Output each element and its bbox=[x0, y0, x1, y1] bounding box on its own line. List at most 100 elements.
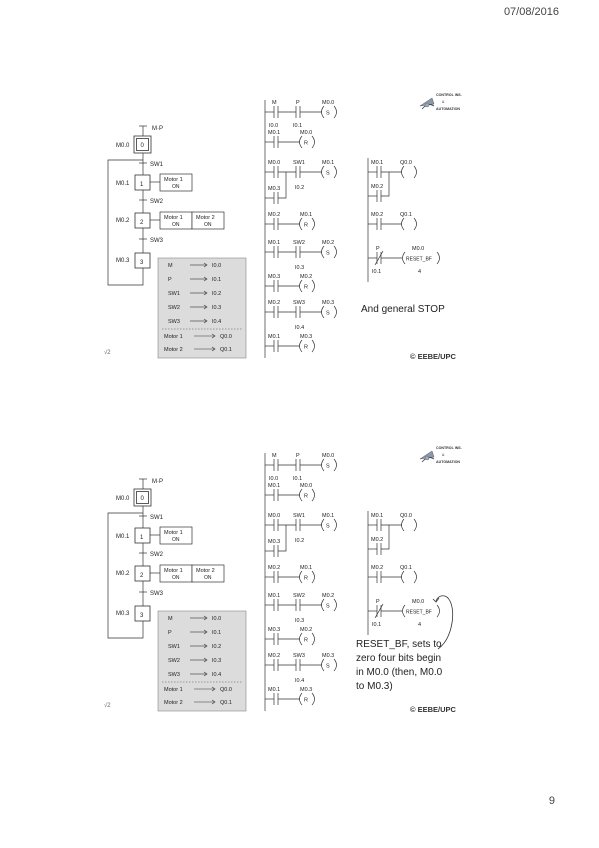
svg-text:M: M bbox=[168, 263, 173, 269]
svg-text:I0.3: I0.3 bbox=[212, 305, 221, 311]
io-input-4: SW3 I0.4 bbox=[168, 318, 221, 325]
svg-text:P: P bbox=[296, 100, 300, 106]
transition-sw2: SW2 bbox=[150, 199, 164, 205]
transition-sw1: SW1 bbox=[150, 515, 164, 521]
svg-text:S: S bbox=[326, 171, 330, 177]
svg-text:I0.4: I0.4 bbox=[212, 319, 221, 325]
step-1-number: 1 bbox=[140, 535, 144, 541]
annotation-arrow bbox=[435, 595, 454, 650]
svg-text:M0.3: M0.3 bbox=[300, 334, 312, 340]
svg-text:M0.1: M0.1 bbox=[300, 565, 312, 571]
step-1-memory: M0.1 bbox=[116, 534, 130, 540]
action-step-1-label: Motor 1 bbox=[164, 530, 183, 536]
logo: CONTROL INS. & AUTOMATION bbox=[418, 445, 466, 469]
svg-text:P: P bbox=[376, 599, 380, 605]
step-2-box bbox=[134, 212, 151, 229]
io-table: M I0.0 P I0.1 SW1 I0.2 SW2 I0.3 SW3 bbox=[157, 257, 247, 359]
svg-text:SW3: SW3 bbox=[168, 319, 180, 325]
svg-text:I0.2: I0.2 bbox=[295, 538, 304, 544]
io-input-1: P I0.1 bbox=[168, 629, 221, 636]
ladder-rung-5: M0.3 RM0.2 bbox=[265, 627, 315, 646]
svg-text:P: P bbox=[376, 246, 380, 252]
logo: CONTROL INS. & AUTOMATION bbox=[418, 92, 466, 116]
svg-text:M0.2: M0.2 bbox=[371, 184, 383, 190]
svg-text:P: P bbox=[168, 630, 172, 636]
action-step-2-motor2 bbox=[191, 564, 225, 583]
svg-text:4: 4 bbox=[418, 269, 421, 275]
action-step-1-label: Motor 1 bbox=[164, 177, 183, 183]
svg-text:M0.2: M0.2 bbox=[322, 593, 334, 599]
svg-text:M: M bbox=[168, 616, 173, 622]
step-3-box bbox=[134, 252, 151, 269]
svg-text:I0.1: I0.1 bbox=[212, 630, 221, 636]
svg-text:S: S bbox=[326, 604, 330, 610]
svg-text:I0.1: I0.1 bbox=[372, 269, 381, 275]
grafcet-loop-back bbox=[107, 512, 144, 639]
step-1-memory: M0.1 bbox=[116, 181, 130, 187]
io-input-3: SW2 I0.3 bbox=[168, 304, 221, 311]
svg-text:M0.0: M0.0 bbox=[322, 453, 334, 459]
ladder-right-rung-2: M0.2 Q0.1 bbox=[368, 212, 417, 231]
svg-text:RESET_BF: RESET_BF bbox=[406, 257, 432, 263]
svg-text:M0.3: M0.3 bbox=[300, 687, 312, 693]
svg-text:M0.0: M0.0 bbox=[300, 130, 312, 136]
svg-text:I0.3: I0.3 bbox=[295, 618, 304, 624]
io-input-4: SW3 I0.4 bbox=[168, 671, 221, 678]
svg-text:M0.3: M0.3 bbox=[322, 300, 334, 306]
svg-text:I0.1: I0.1 bbox=[293, 476, 302, 482]
logo-amp: & bbox=[442, 100, 445, 104]
slide-1-number: √2 bbox=[104, 350, 111, 356]
svg-text:M0.1: M0.1 bbox=[371, 513, 383, 519]
slide-1-copyright: © EEBE/UPC bbox=[410, 352, 456, 361]
step-0-number: 0 bbox=[141, 143, 145, 149]
svg-text:M0.1: M0.1 bbox=[268, 483, 280, 489]
svg-text:Motor 2: Motor 2 bbox=[164, 347, 183, 353]
io-input-0: M I0.0 bbox=[168, 615, 221, 622]
svg-text:M0.3: M0.3 bbox=[268, 627, 280, 633]
action-step-2a-label: Motor 1 bbox=[164, 568, 183, 574]
logo-title: CONTROL INS. bbox=[436, 446, 462, 450]
svg-text:I0.0: I0.0 bbox=[269, 476, 278, 482]
svg-text:I0.3: I0.3 bbox=[295, 265, 304, 271]
action-step-1-state: ON bbox=[172, 184, 180, 190]
svg-text:M0.1: M0.1 bbox=[268, 687, 280, 693]
action-step-2-motor2 bbox=[191, 211, 225, 230]
io-output-1: Motor 2 Q0.1 bbox=[164, 346, 232, 353]
svg-text:I0.4: I0.4 bbox=[212, 672, 221, 678]
slide-2-note: RESET_BF, sets to zero four bits begin i… bbox=[356, 639, 443, 692]
svg-text:M0.1: M0.1 bbox=[371, 160, 383, 166]
svg-text:SW1: SW1 bbox=[168, 644, 180, 650]
action-step-1 bbox=[159, 526, 193, 545]
ladder-rung-7: M0.1 RM0.3 bbox=[265, 334, 315, 353]
svg-text:M0.2: M0.2 bbox=[268, 565, 280, 571]
svg-text:M0.0: M0.0 bbox=[412, 599, 424, 605]
slide-1: CONTROL INS. & AUTOMATION M·P 0 M0.0 SW1… bbox=[100, 93, 500, 390]
svg-text:SW2: SW2 bbox=[293, 240, 305, 246]
ladder-rung-1: M0.1 RM0.0 bbox=[265, 483, 315, 502]
transition-sw2: SW2 bbox=[150, 552, 164, 558]
page-number: 9 bbox=[548, 795, 555, 807]
logo-sub: AUTOMATION bbox=[436, 107, 461, 111]
ladder-rung-7: M0.1 R M0.3 bbox=[265, 687, 315, 706]
svg-text:M0.3: M0.3 bbox=[322, 653, 334, 659]
svg-text:SW2: SW2 bbox=[168, 658, 180, 664]
grafcet-loop-back bbox=[107, 159, 144, 286]
action-step-2b-state: ON bbox=[204, 575, 212, 581]
action-step-2b-label: Motor 2 bbox=[196, 568, 215, 574]
svg-text:M0.2: M0.2 bbox=[371, 212, 383, 218]
ladder-right: M0.1 Q0.0 M0.2 M0.2 Q0.1 bbox=[367, 158, 440, 282]
date: 07/08/2016 bbox=[503, 6, 559, 18]
svg-text:R: R bbox=[304, 345, 308, 351]
io-table: M I0.0 P I0.1 SW1 I0.2 SW2 I0.3 SW3 bbox=[157, 610, 247, 712]
ladder-right: M0.1 Q0.0 M0.2 M0.2 Q0.1 bbox=[367, 511, 454, 650]
svg-text:SW2: SW2 bbox=[168, 305, 180, 311]
svg-text:R: R bbox=[304, 698, 308, 704]
step-2-number: 2 bbox=[140, 220, 144, 226]
svg-text:SW3: SW3 bbox=[293, 300, 305, 306]
svg-text:S: S bbox=[326, 111, 330, 117]
svg-text:SW1: SW1 bbox=[293, 160, 305, 166]
svg-text:M0.3: M0.3 bbox=[268, 186, 280, 192]
logo-title: CONTROL INS. bbox=[436, 93, 462, 97]
svg-text:R: R bbox=[304, 494, 308, 500]
